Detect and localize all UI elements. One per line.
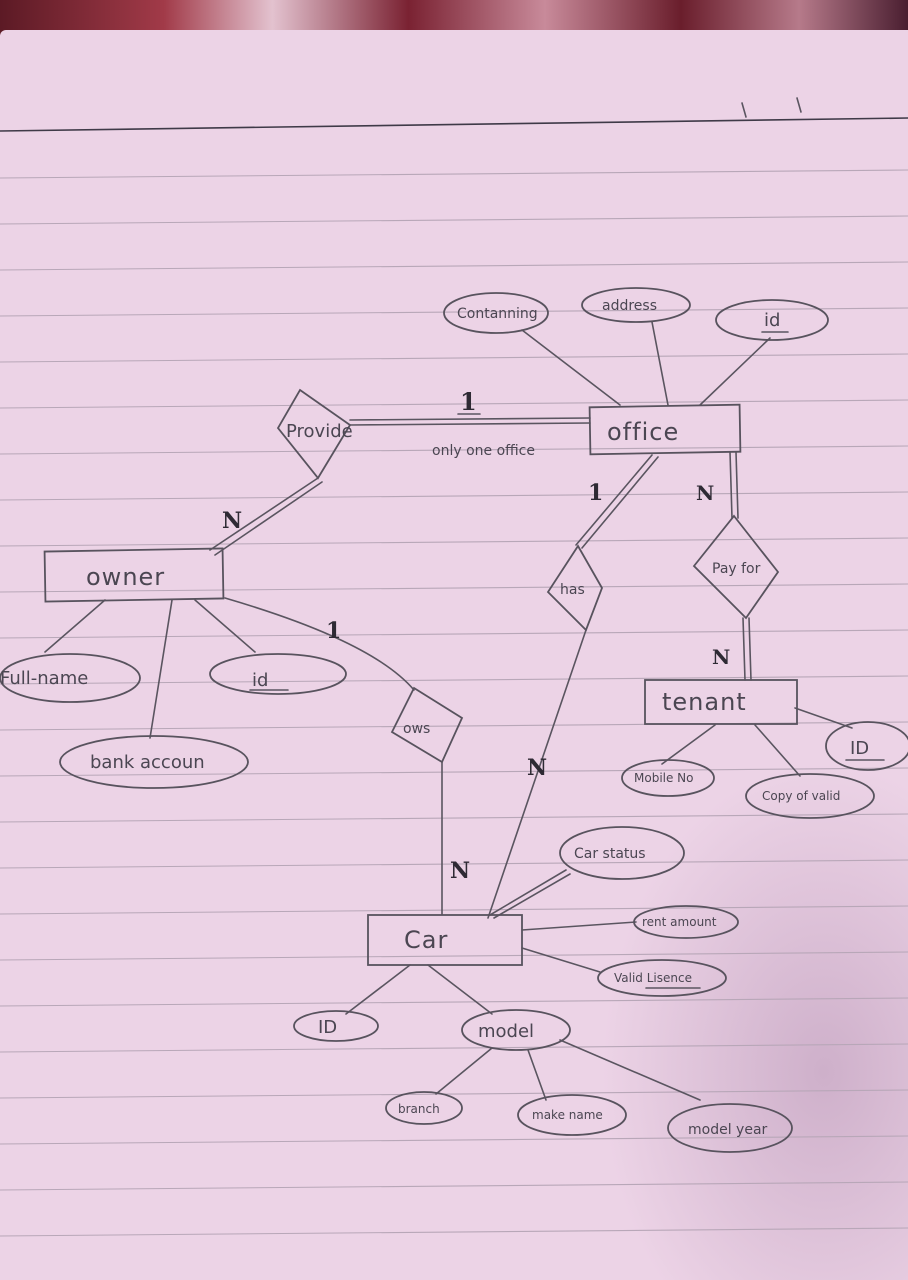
attribute-car-model-label: model [478,1021,534,1042]
attribute-car-valid-licence-label: Valid Lisence [614,971,692,985]
entity-office: office [588,403,742,456]
ruled-lines [0,97,908,1237]
relationship-ows: ows [390,686,464,764]
attribute-owner-id: id [209,653,347,695]
attribute-office-id: id [715,299,829,341]
attribute-owner-bank-account-label: bank accoun [90,752,205,773]
connector-lines [44,321,853,1101]
attribute-office-address: address [581,287,691,323]
relationship-pay-for-label: Pay for [712,561,761,577]
relationship-pay-for: Pay for [692,514,780,620]
attribute-owner-full-name: Full-name [0,653,141,703]
attribute-car-id: ID [293,1010,379,1042]
relationship-provide: Provide [276,388,353,480]
attribute-office-address-label: address [602,298,657,314]
cardinality-has-car: N [527,755,547,781]
attribute-car-id-label: ID [318,1017,337,1038]
relationship-ows-label: ows [403,721,430,737]
attribute-car-valid-licence: Valid Lisence [597,959,727,997]
attribute-model-year-label: model year [688,1122,768,1138]
relationship-has: has [546,544,603,632]
attribute-tenant-copy-label: Copy of valid [762,789,840,803]
entity-owner-label: owner [86,563,165,591]
attribute-car-status-label: Car status [574,846,646,862]
attribute-model-make-name-label: make name [532,1108,603,1122]
attribute-owner-id-label: id [252,670,268,691]
entity-owner: owner [43,547,225,603]
attribute-model-branch-label: branch [398,1102,440,1116]
notebook-page [0,30,908,1280]
attribute-tenant-id: ID [825,721,908,771]
attribute-model-make-name: make name [517,1094,627,1136]
cardinality-provide-office: 1 [460,387,477,416]
relationship-has-label: has [560,582,585,598]
cardinality-office-payfor: N [696,481,714,505]
attribute-model-branch: branch [385,1091,463,1125]
attribute-car-model: model [461,1009,571,1051]
attribute-tenant-id-label: ID [850,738,869,759]
entity-office-label: office [607,418,679,446]
entity-tenant: tenant [644,679,798,725]
attribute-tenant-mobile: Mobile No [621,759,715,797]
attribute-car-rent-amount-label: rent amount [642,915,717,929]
attribute-office-contanning-label: Contanning [457,306,538,322]
cardinality-owner-ows: 1 [326,618,341,644]
attribute-car-rent-amount: rent amount [633,905,739,939]
attribute-owner-bank-account: bank accoun [59,735,249,789]
cardinality-provide-owner: N [222,508,242,534]
entity-car: Car [367,914,523,966]
attribute-model-year: model year [667,1103,793,1153]
shadow-overlay [600,760,908,1280]
attribute-tenant-mobile-label: Mobile No [634,771,694,785]
attribute-car-status: Car status [559,826,685,880]
cardinality-payfor-tenant: N [712,645,730,669]
relationship-provide-label: Provide [286,421,353,442]
entity-car-label: Car [404,926,448,954]
cardinality-office-has: 1 [588,480,603,506]
attribute-tenant-copy: Copy of valid [745,773,875,819]
cardinality-ows-car: N [450,858,470,884]
note-only-one-office: only one office [432,443,535,459]
attribute-office-contanning: Contanning [443,292,549,334]
attribute-owner-full-name-label: Full-name [0,668,88,689]
cardinality-labels: 1 N 1 N N N 1 N [222,387,730,884]
entity-tenant-label: tenant [662,688,747,716]
attribute-office-id-label: id [764,310,780,331]
